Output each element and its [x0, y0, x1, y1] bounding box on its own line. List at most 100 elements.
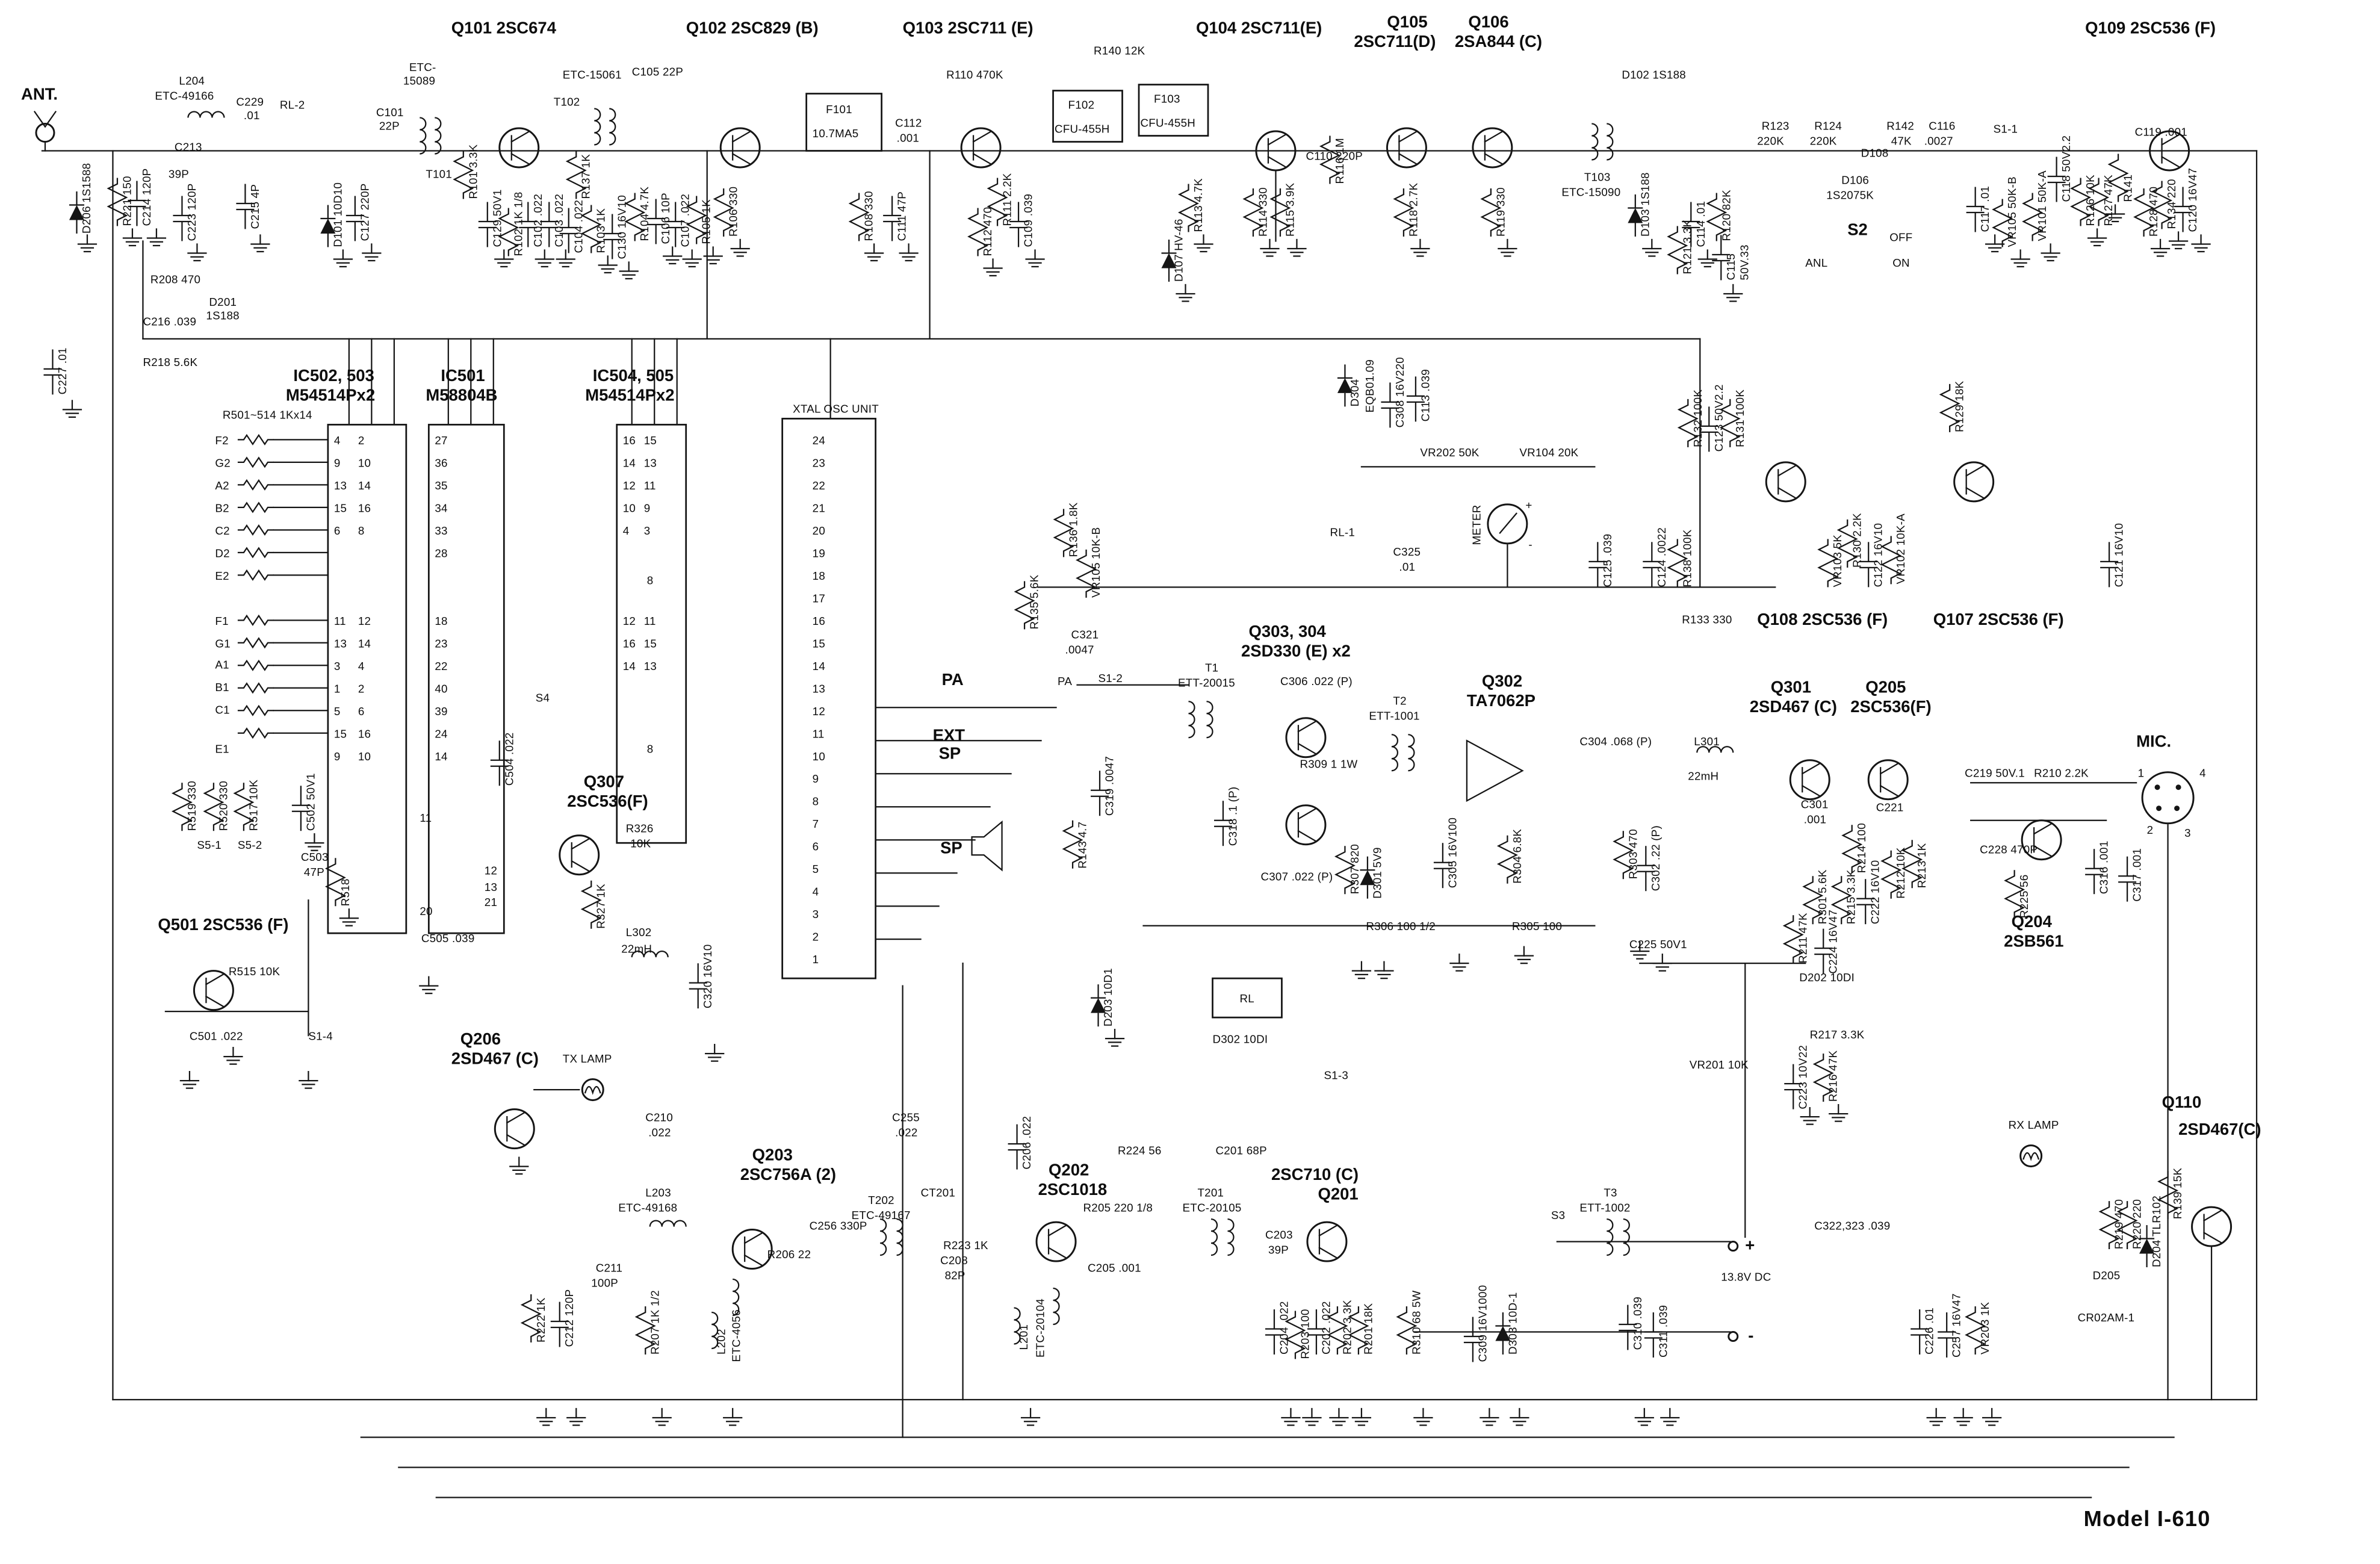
- component-label: D302 10DI: [1212, 1033, 1268, 1046]
- component-label: C201 68P: [1215, 1144, 1266, 1157]
- component-label: C103 .022: [553, 194, 565, 247]
- component-label: R134 220: [2165, 179, 2178, 229]
- pin-number: 14: [623, 456, 636, 469]
- diode-symbol: [2139, 1238, 2155, 1254]
- pin-number: 6: [334, 524, 341, 537]
- pin-number: 23: [813, 456, 825, 469]
- component-label: 2SB561: [2004, 932, 2063, 951]
- component-label: R102 1K 1/8: [512, 192, 524, 256]
- resistor-symbol: [1062, 820, 1083, 869]
- q110-symbol-emitter: [2203, 1232, 2224, 1244]
- antenna-symbol: [35, 123, 55, 143]
- component-label: C223 10V22: [1797, 1045, 1809, 1109]
- component-label: R136 1.8K: [1067, 502, 1080, 557]
- component-label: ETC-20104: [1034, 1299, 1047, 1358]
- mic-pin: [2156, 805, 2162, 811]
- pin-number: 14: [435, 750, 447, 763]
- pin-number: 11: [813, 727, 825, 740]
- component-label: 12: [485, 864, 497, 877]
- resistor-symbol: [1802, 876, 1824, 925]
- component-label: 47P: [304, 866, 324, 878]
- component-label: PA: [1058, 675, 1072, 687]
- component-label: ETT-1002: [1579, 1202, 1630, 1214]
- component-label: D2: [215, 547, 229, 559]
- ladder-resistor-symbol: [237, 614, 274, 626]
- antenna-symbol: [33, 110, 57, 128]
- ladder-resistor-symbol: [237, 501, 274, 514]
- component-label: C102 .022: [531, 194, 544, 247]
- component-label: R108 330: [863, 191, 875, 241]
- component-label: R202 3.3K: [1340, 1300, 1353, 1355]
- pin-number: 15: [334, 727, 347, 740]
- component-label: 4: [2199, 766, 2206, 779]
- q109-symbol: [2149, 130, 2190, 172]
- component-label: C325: [1393, 545, 1421, 558]
- component-label: EXT: [933, 725, 965, 744]
- pin-number: 18: [435, 615, 447, 627]
- component-label: 8: [647, 574, 654, 586]
- diode-symbol: [1091, 998, 1106, 1013]
- component-label: C107 .022: [679, 194, 692, 247]
- resistor-symbol: [1334, 846, 1356, 895]
- resistor-symbol: [1076, 549, 1097, 598]
- component-label: C257 16V47: [1950, 1293, 1963, 1358]
- component-label: ETC-15090: [1561, 185, 1620, 198]
- component-label: C105 22P: [632, 66, 683, 78]
- component-label: S1-4: [308, 1030, 333, 1043]
- component-label: C316 .001: [2098, 840, 2110, 894]
- inductor-symbol: [1014, 1307, 1021, 1345]
- coil-symbol: [733, 1278, 740, 1317]
- component-label: C119 .001: [2135, 126, 2187, 138]
- resistor-symbol: [624, 193, 646, 241]
- component-label: C123 50V2.2: [1712, 384, 1725, 452]
- component-label: C210: [645, 1111, 673, 1124]
- pin-number: 10: [358, 456, 371, 469]
- pin-number: 22: [435, 660, 447, 672]
- coil-symbol: [609, 108, 616, 146]
- diode-symbol: [1161, 253, 1177, 268]
- component-label: Q206: [460, 1029, 501, 1048]
- pin-number: 12: [623, 615, 636, 627]
- component-label: .001: [897, 132, 919, 144]
- component-label: R143 4.7: [1076, 822, 1089, 869]
- component-label: ETC-49166: [155, 90, 214, 102]
- resistor-symbol: [2133, 188, 2155, 237]
- component-label: C304 .068 (P): [1579, 735, 1652, 748]
- component-label: R501~514 1Kx14: [223, 408, 312, 421]
- q101-symbol-collector: [510, 130, 531, 143]
- component-label: T1: [1205, 661, 1218, 674]
- component-label: ETT-1001: [1369, 709, 1419, 722]
- component-label: G2: [215, 456, 231, 469]
- q101-symbol-emitter: [510, 152, 531, 166]
- q501-symbol: [193, 970, 234, 1011]
- q105-symbol-collector: [1398, 130, 1418, 143]
- resistor-symbol: [1496, 835, 1518, 884]
- q107-symbol-emitter: [1965, 486, 1986, 500]
- component-label: R222 1K: [535, 1297, 547, 1342]
- pin-number: 6: [358, 705, 365, 718]
- coil-symbol: [1623, 1218, 1630, 1256]
- q206-symbol-collector: [506, 1111, 526, 1124]
- q307-symbol-collector: [571, 837, 591, 850]
- pin-number: 34: [435, 501, 447, 514]
- component-label: 22mH: [621, 943, 652, 955]
- resistor-symbol: [1613, 831, 1634, 880]
- pin-number: 14: [358, 479, 371, 492]
- component-label: C124 .0022: [1655, 527, 1668, 587]
- component-label: R112 470: [981, 207, 994, 256]
- component-label: R104 4.7K: [638, 186, 651, 241]
- resistor-symbol: [2157, 1171, 2179, 1220]
- component-label: E2: [215, 569, 229, 582]
- resistor-symbol: [2088, 178, 2110, 226]
- component-label: 2SC711(D): [1354, 32, 1436, 51]
- q110-symbol-collector: [2203, 1209, 2224, 1222]
- pin-number: 5: [813, 863, 819, 875]
- component-label: 1S2075K: [1826, 188, 1874, 201]
- coil-symbol: [880, 1218, 887, 1256]
- q103-symbol-emitter: [972, 152, 993, 166]
- component-label: C109 .039: [1022, 194, 1035, 247]
- q301-symbol-emitter: [1801, 784, 1821, 798]
- resistor-symbol: [1841, 825, 1863, 874]
- component-label: R119 330: [1494, 187, 1507, 237]
- component-label: F2: [215, 434, 228, 447]
